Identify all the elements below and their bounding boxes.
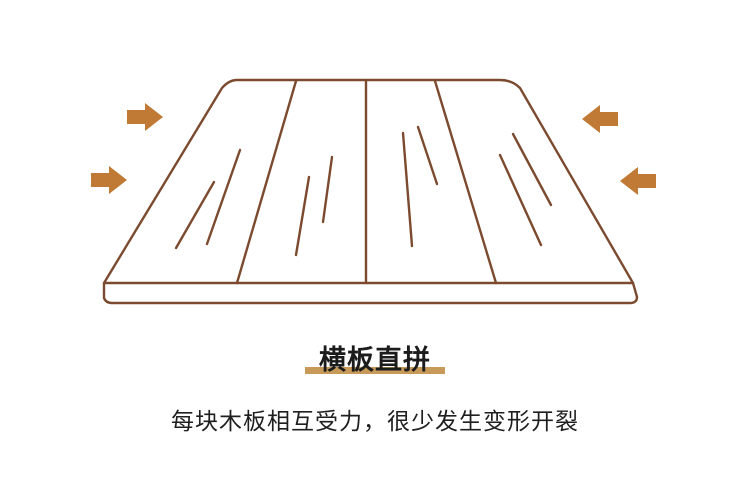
board-front-edge [102,281,639,305]
arrow-left-icon [582,105,618,133]
plank-seam-1 [235,79,298,285]
wood-grain [498,153,543,247]
caption: 每块木板相互受力，很少发生变形开裂 [171,409,579,435]
plank-seam-3 [433,79,498,285]
heading: 横板直拼 [305,338,445,377]
heading-text: 横板直拼 [319,345,431,376]
wood-grain [511,132,553,207]
board-top-surface [102,78,635,285]
wood-grain [321,155,334,224]
wood-grain [174,180,216,250]
arrow-left-icon [620,167,656,195]
title-block: 横板直拼 [0,338,750,377]
arrow-right-icon [127,103,163,131]
arrow-right-icon [91,166,127,194]
wood-grain [205,148,242,246]
wood-grain [294,175,311,257]
wood-grain [401,131,414,248]
wood-grain [416,125,439,186]
